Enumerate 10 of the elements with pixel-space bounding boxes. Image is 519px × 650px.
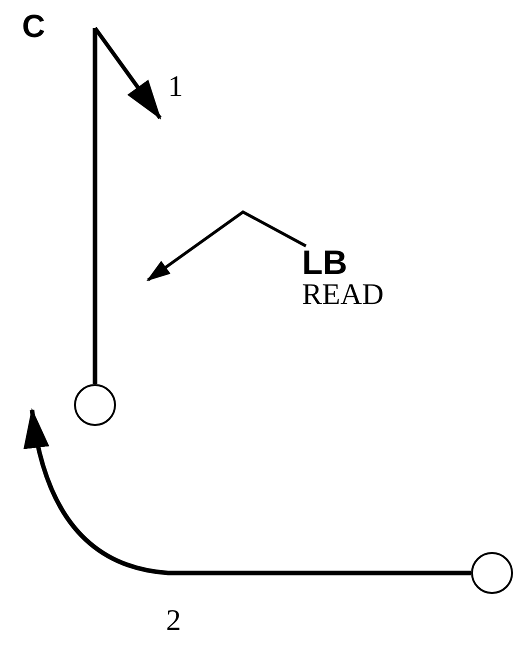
line bbox=[92, 28, 98, 384]
state-caption: READ bbox=[302, 280, 384, 310]
arrow bbox=[24, 408, 471, 576]
step-number: 2 bbox=[166, 606, 181, 636]
step-number: 1 bbox=[168, 72, 183, 102]
terminal-circle bbox=[74, 384, 116, 426]
leader-arrow bbox=[146, 210, 307, 282]
terminal-circle bbox=[471, 552, 513, 594]
state-label: LB bbox=[302, 246, 348, 280]
state-label: C bbox=[22, 10, 46, 42]
